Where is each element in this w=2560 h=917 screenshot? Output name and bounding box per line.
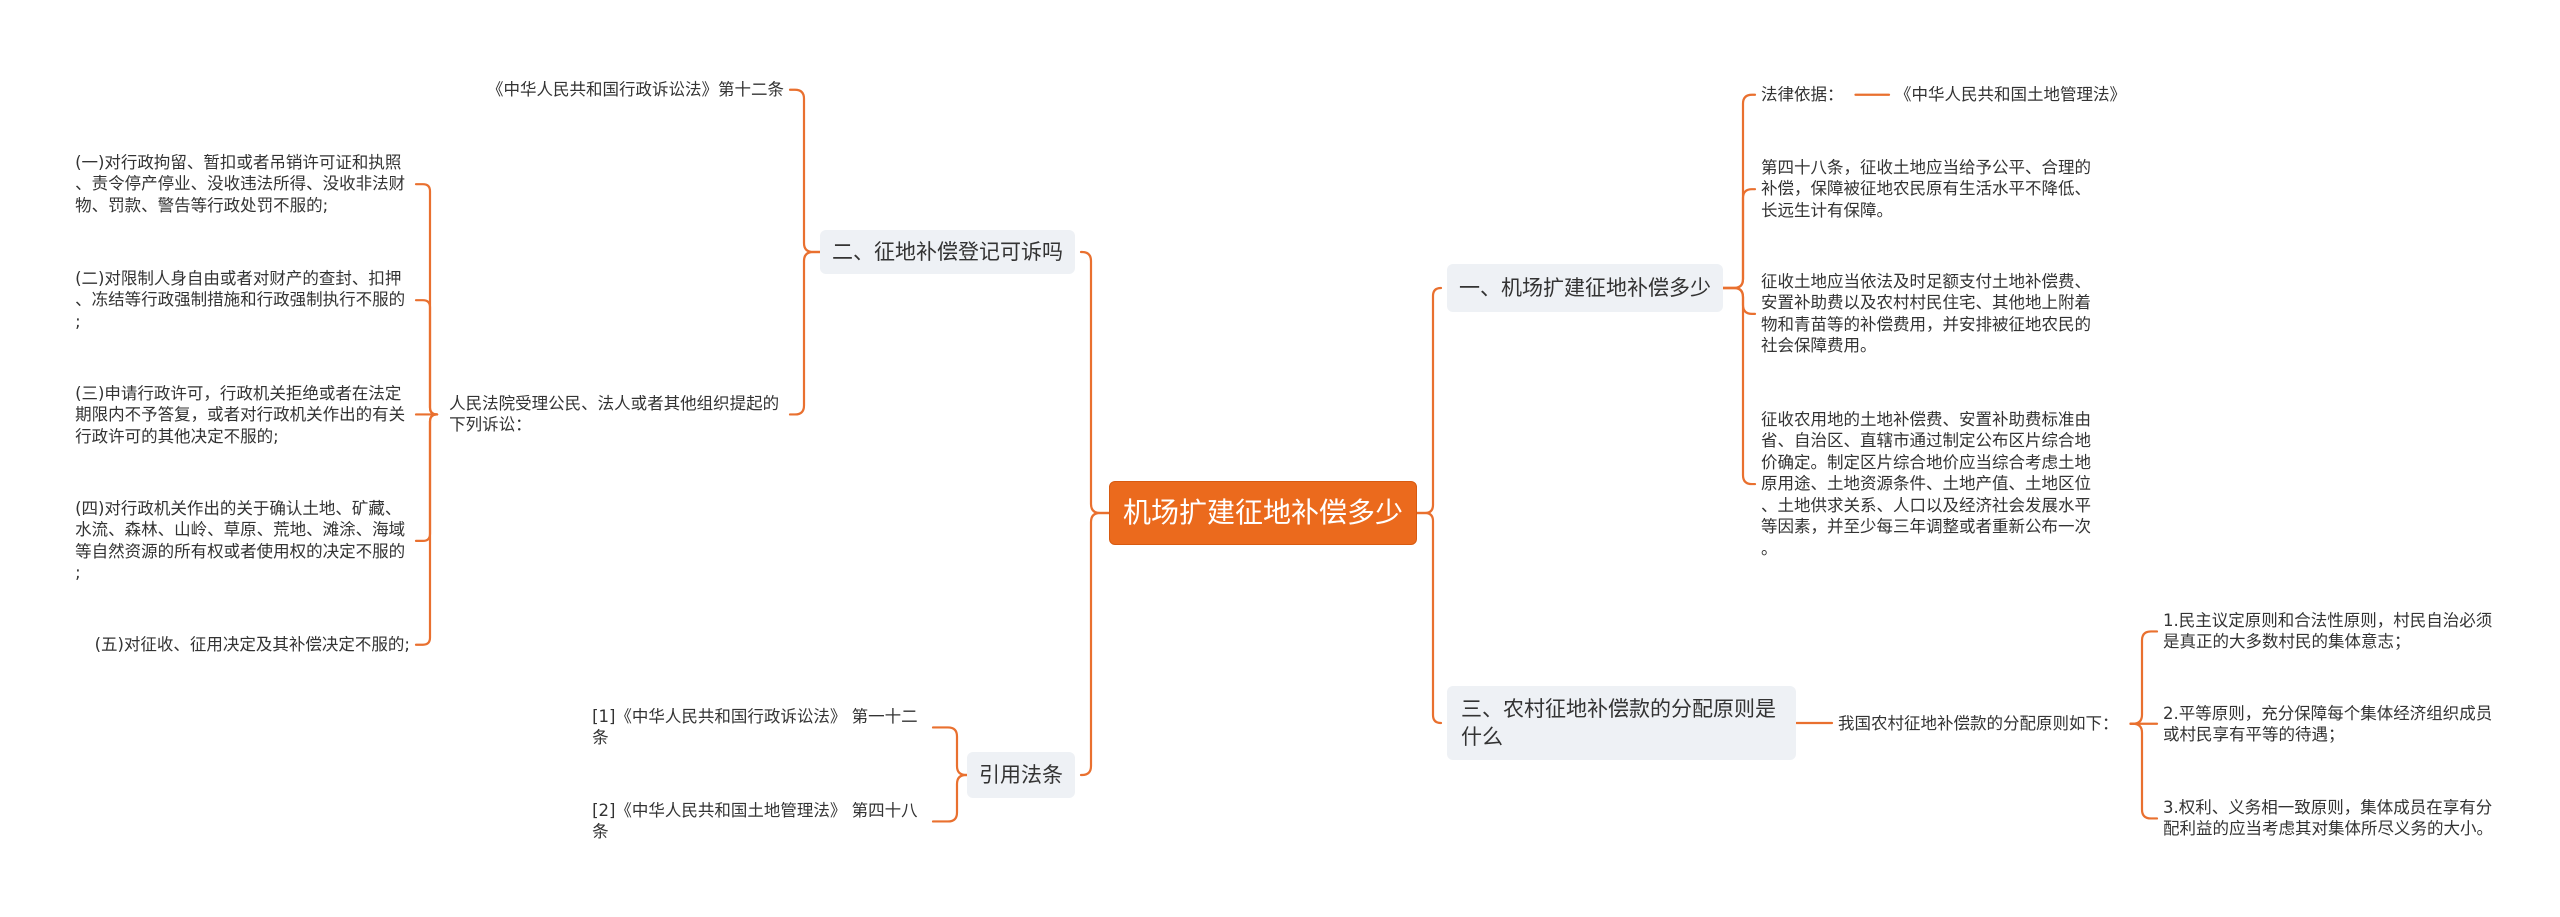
connector-line: [788, 88, 822, 254]
lawsuit-item: (三)申请行政许可，行政机关拒绝或者在法定期限内不予答复，或者对行政机关作出的有…: [75, 384, 406, 446]
subtopic-article-48: 第四十八条，征收土地应当给予公平、合理的补偿，保障被征地农民原有生活水平不降低、…: [1761, 158, 2091, 220]
connector-line: [1721, 286, 1757, 316]
subtopic-legal-basis: 法律依据：: [1761, 85, 1844, 104]
connector-line: [1721, 286, 1757, 486]
subtopic-court-accepts-lawsuits: 人民法院受理公民、法人或者其他组织提起的下列诉讼：: [449, 394, 780, 435]
connector-line: [1415, 286, 1443, 515]
connector-line: [414, 413, 439, 646]
connector-line: [931, 726, 969, 777]
connector-line: [931, 773, 969, 823]
lawsuit-item: (二)对限制人身自由或者对财产的查封、扣押、冻结等行政强制措施和行政强制执行不服…: [75, 269, 406, 331]
connector-line: [788, 250, 822, 416]
subtopic-distribution-intro: 我国农村征地补偿款的分配原则如下：: [1838, 714, 2119, 733]
topic-registration-litigable: 二、征地补偿登记可诉吗: [820, 230, 1075, 274]
connector-line: [1415, 511, 1443, 725]
topic-cited-laws: 引用法条: [967, 752, 1075, 798]
connector-line: [2129, 722, 2159, 820]
principle-item: 1.民主议定原则和合法性原则，村民自治必须是真正的大多数村民的集体意志；: [2163, 611, 2493, 652]
connector-line: [1079, 250, 1111, 515]
connector-line: [1721, 93, 1757, 290]
subtopic-litigation-law-article-12: 《中华人民共和国行政诉讼法》第十二条: [487, 80, 784, 99]
lawsuit-item: (四)对行政机关作出的关于确认土地、矿藏、水流、森林、山岭、草原、荒地、滩涂、海…: [75, 499, 406, 583]
connector-line: [2129, 630, 2159, 725]
cited-law-item: [2]《中华人民共和国土地管理法》 第四十八条: [592, 801, 918, 842]
cited-law-item: [1]《中华人民共和国行政诉讼法》 第一十二条: [592, 707, 918, 748]
subtopic-compensation-payment: 征收土地应当依法及时足额支付土地补偿费、安置补助费以及农村村民住宅、其他地上附着…: [1761, 272, 2091, 356]
subtopic-compensation-standard: 征收农用地的土地补偿费、安置补助费标准由省、自治区、直辖市通过制定公布区片综合地…: [1761, 410, 2091, 558]
principle-item: 2.平等原则，充分保障每个集体经济组织成员或村民享有平等的待遇；: [2163, 704, 2493, 745]
lawsuit-item: (一)对行政拘留、暂扣或者吊销许可证和执照、责令停产停业、没收违法所得、没收非法…: [75, 153, 406, 215]
topic-distribution-principles: 三、农村征地补偿款的分配原则是什么: [1447, 686, 1797, 760]
topic-compensation-amount: 一、机场扩建征地补偿多少: [1447, 264, 1723, 312]
connector-line: [1079, 511, 1111, 777]
connector-line: [414, 299, 439, 416]
central-topic: 机场扩建征地补偿多少: [1109, 481, 1418, 545]
lawsuit-item: (五)对征收、征用决定及其补偿决定不服的;: [94, 635, 410, 654]
connector-line: [414, 413, 439, 543]
subtopic-land-admin-law-title: 《中华人民共和国土地管理法》: [1895, 85, 2126, 104]
connector-line: [414, 183, 439, 416]
principle-item: 3.权利、义务相一致原则，集体成员在享有分配利益的应当考虑其对集体所尽义务的大小…: [2163, 798, 2493, 839]
connector-line: [1721, 188, 1757, 290]
